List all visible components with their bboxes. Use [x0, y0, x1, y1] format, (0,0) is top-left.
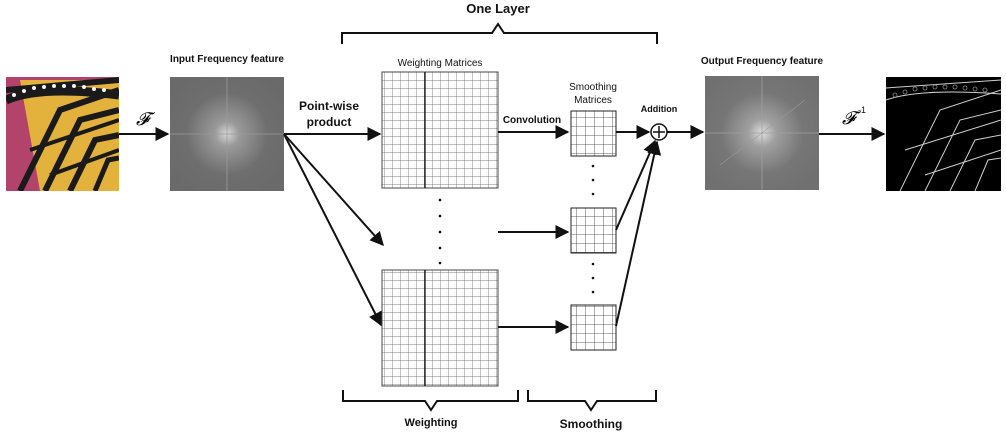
inverse-fourier-superscript: -1 [858, 105, 866, 115]
one-layer-brace [341, 22, 658, 44]
input-feature-label: Input Frequency feature [170, 54, 284, 65]
input-photo [6, 77, 119, 191]
fourier-symbol: 𝓕 [136, 109, 156, 130]
smoothing-matrix-middle [570, 207, 617, 254]
smoothing-matrix-bottom [570, 304, 617, 351]
output-photo [886, 77, 1001, 191]
weighting-ellipsis [438, 198, 442, 265]
pointwise-arrow-bottom [283, 133, 382, 327]
pointwise-label-line1: Point-wise [299, 99, 359, 113]
weighting-label: Weighting [405, 417, 458, 429]
weighting-matrices-label: Weighting Matrices [398, 58, 483, 69]
sum-arrow-bottom [615, 140, 662, 327]
smoothing-ellipsis-upper [591, 164, 595, 196]
addition-node [650, 123, 668, 141]
pointwise-arrow-middle [283, 133, 384, 247]
convolution-label: Convolution [503, 115, 561, 126]
smoothing-matrices-label-line2: Matrices [574, 95, 612, 106]
weighting-brace [342, 390, 519, 412]
one-layer-label: One Layer [466, 1, 530, 16]
smoothing-matrix-top [570, 110, 617, 157]
smoothing-ellipsis-lower [591, 262, 595, 294]
output-feature-label: Output Frequency feature [701, 56, 824, 67]
input-spectrum [170, 77, 284, 191]
sum-arrow-middle [615, 139, 657, 231]
smoothing-label: Smoothing [560, 417, 623, 431]
smoothing-matrices-label-line1: Smoothing [569, 82, 617, 93]
pointwise-label-line2: product [307, 115, 352, 129]
smoothing-brace [527, 390, 657, 412]
weighting-matrix-bottom [381, 269, 499, 387]
weighting-matrix-top [381, 71, 499, 189]
output-spectrum [705, 76, 819, 190]
addition-label: Addition [641, 104, 678, 114]
